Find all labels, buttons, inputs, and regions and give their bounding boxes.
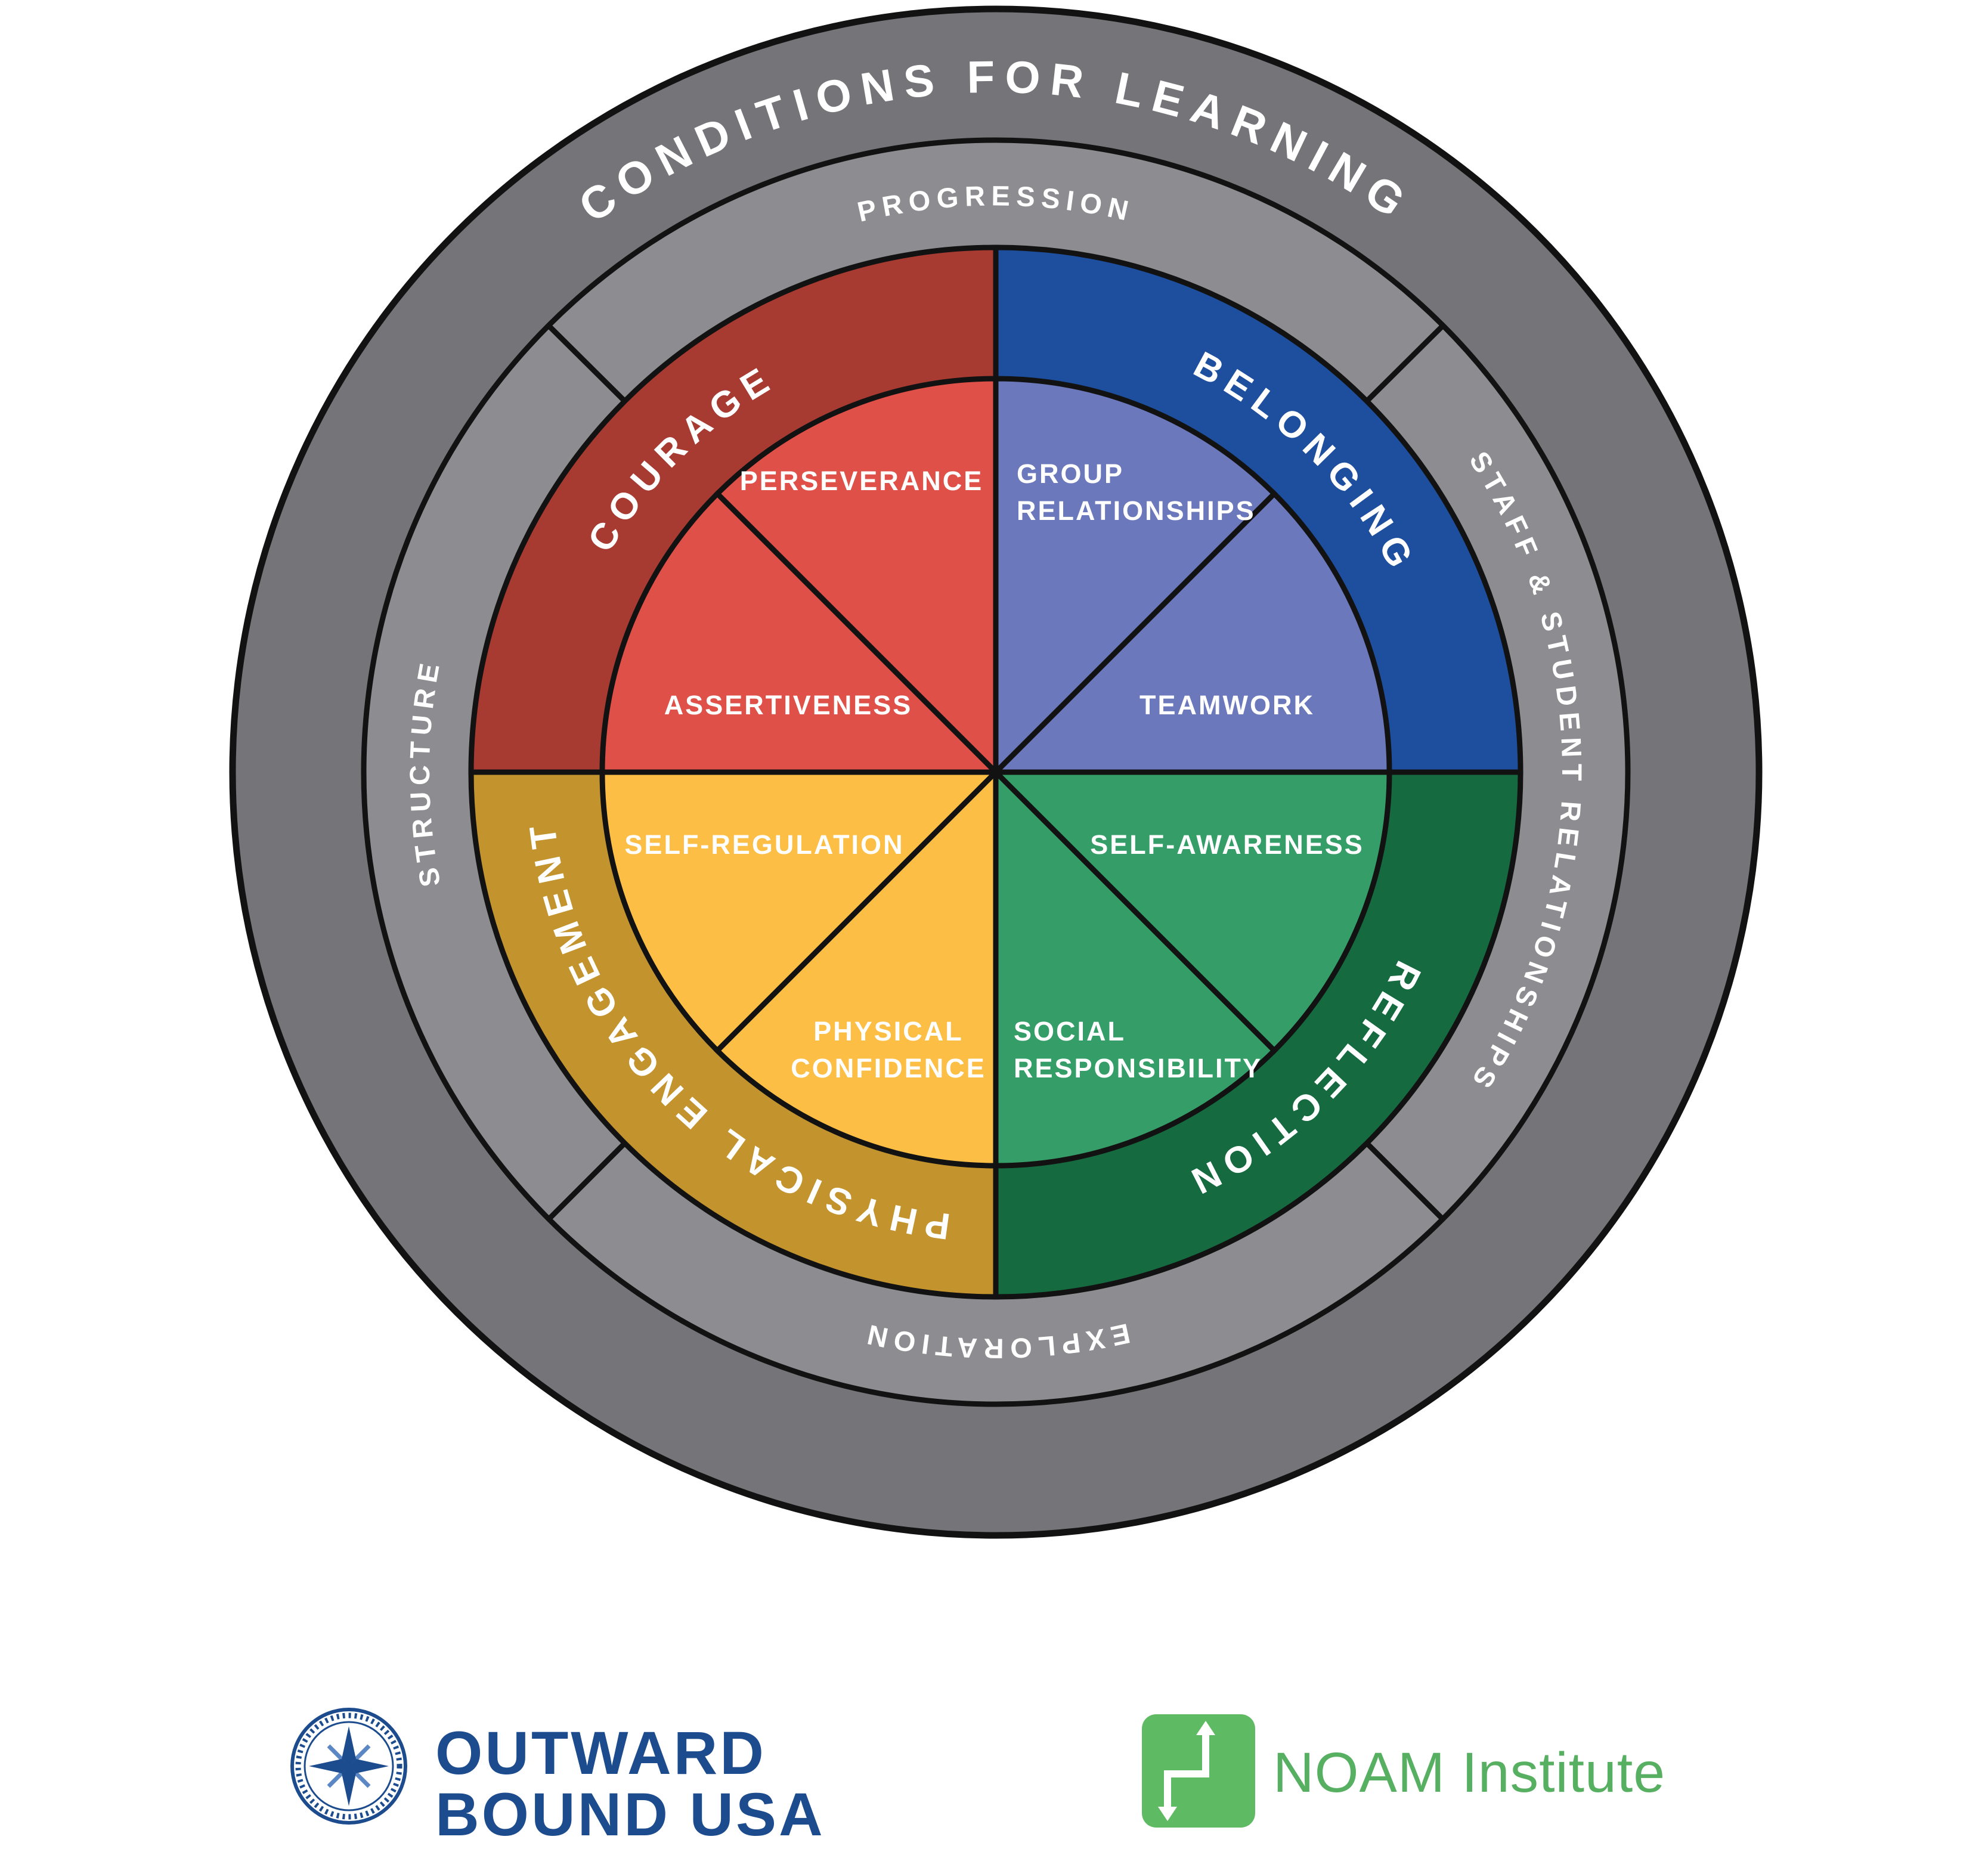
inner-wheel (599, 376, 1392, 1169)
divider-sw (546, 1141, 627, 1222)
wedge-label-group-relationships-line1: GROUP (1017, 459, 1124, 489)
wedge-label-self-awareness: SELF-AWARENESS (1090, 829, 1364, 860)
step-arrow-icon (1142, 1714, 1255, 1828)
outward-bound-wordmark: OUTWARD BOUND USA (435, 1719, 825, 1848)
wedge-label-teamwork: TEAMWORK (1139, 690, 1315, 720)
compass-east-point (349, 1759, 389, 1773)
self-regulation-wedge (599, 769, 1002, 1055)
compass-west-point (309, 1759, 349, 1773)
wedge-label-social-responsibility-line1: SOCIAL (1014, 1016, 1126, 1046)
outward-bound-wordmark-line2: BOUND USA (435, 1780, 825, 1848)
divider-nw (546, 323, 627, 404)
perseverance-wedge (713, 376, 999, 779)
compass-center-dot (345, 1762, 353, 1770)
assertiveness-wedge (599, 490, 1002, 775)
wedge-label-group-relationships-line2: RELATIONSHIPS (1017, 495, 1256, 526)
ring-label-structure: STRUCTURE (404, 655, 446, 890)
arrow-up (1196, 1721, 1215, 1735)
compass-south-point (342, 1766, 356, 1806)
wedge-label-assertiveness: ASSERTIVENESS (664, 690, 913, 720)
divider-ne (1364, 323, 1445, 404)
social-responsibility-wedge (993, 766, 1278, 1169)
compass-icon (290, 1708, 407, 1825)
compass-rope-ring (295, 1712, 402, 1820)
divider-se (1364, 1141, 1445, 1222)
group-relationships-wedge (993, 376, 1278, 779)
outward-bound-logo: OUTWARD BOUND USA (290, 1708, 825, 1848)
arrow-down (1158, 1807, 1177, 1821)
wedge-label-perseverance: PERSEVERANCE (740, 466, 984, 496)
step-line (1164, 1732, 1209, 1810)
wedge-label-social-responsibility-line2: RESPONSIBILITY (1014, 1053, 1262, 1083)
wedge-label-physical-confidence-line1: PHYSICAL (813, 1016, 964, 1046)
outward-bound-wordmark-line1: OUTWARD (435, 1719, 766, 1787)
noam-wordmark: NOAM Institute (1273, 1741, 1665, 1804)
wedge-labels: PERSEVERANCE ASSERTIVENESS GROUP RELATIO… (624, 459, 1364, 1083)
self-awareness-wedge (989, 769, 1392, 1055)
wedge-label-self-regulation: SELF-REGULATION (624, 829, 904, 860)
compass-north-point (342, 1726, 356, 1766)
compass-inner-circle (304, 1721, 394, 1811)
teamwork-wedge (989, 490, 1392, 775)
noam-logo: NOAM Institute (1142, 1714, 1665, 1828)
middle-ring-dividers (546, 323, 1445, 1222)
wedge-label-physical-confidence-line2: CONFIDENCE (791, 1053, 986, 1083)
physical-confidence-wedge (713, 766, 999, 1169)
